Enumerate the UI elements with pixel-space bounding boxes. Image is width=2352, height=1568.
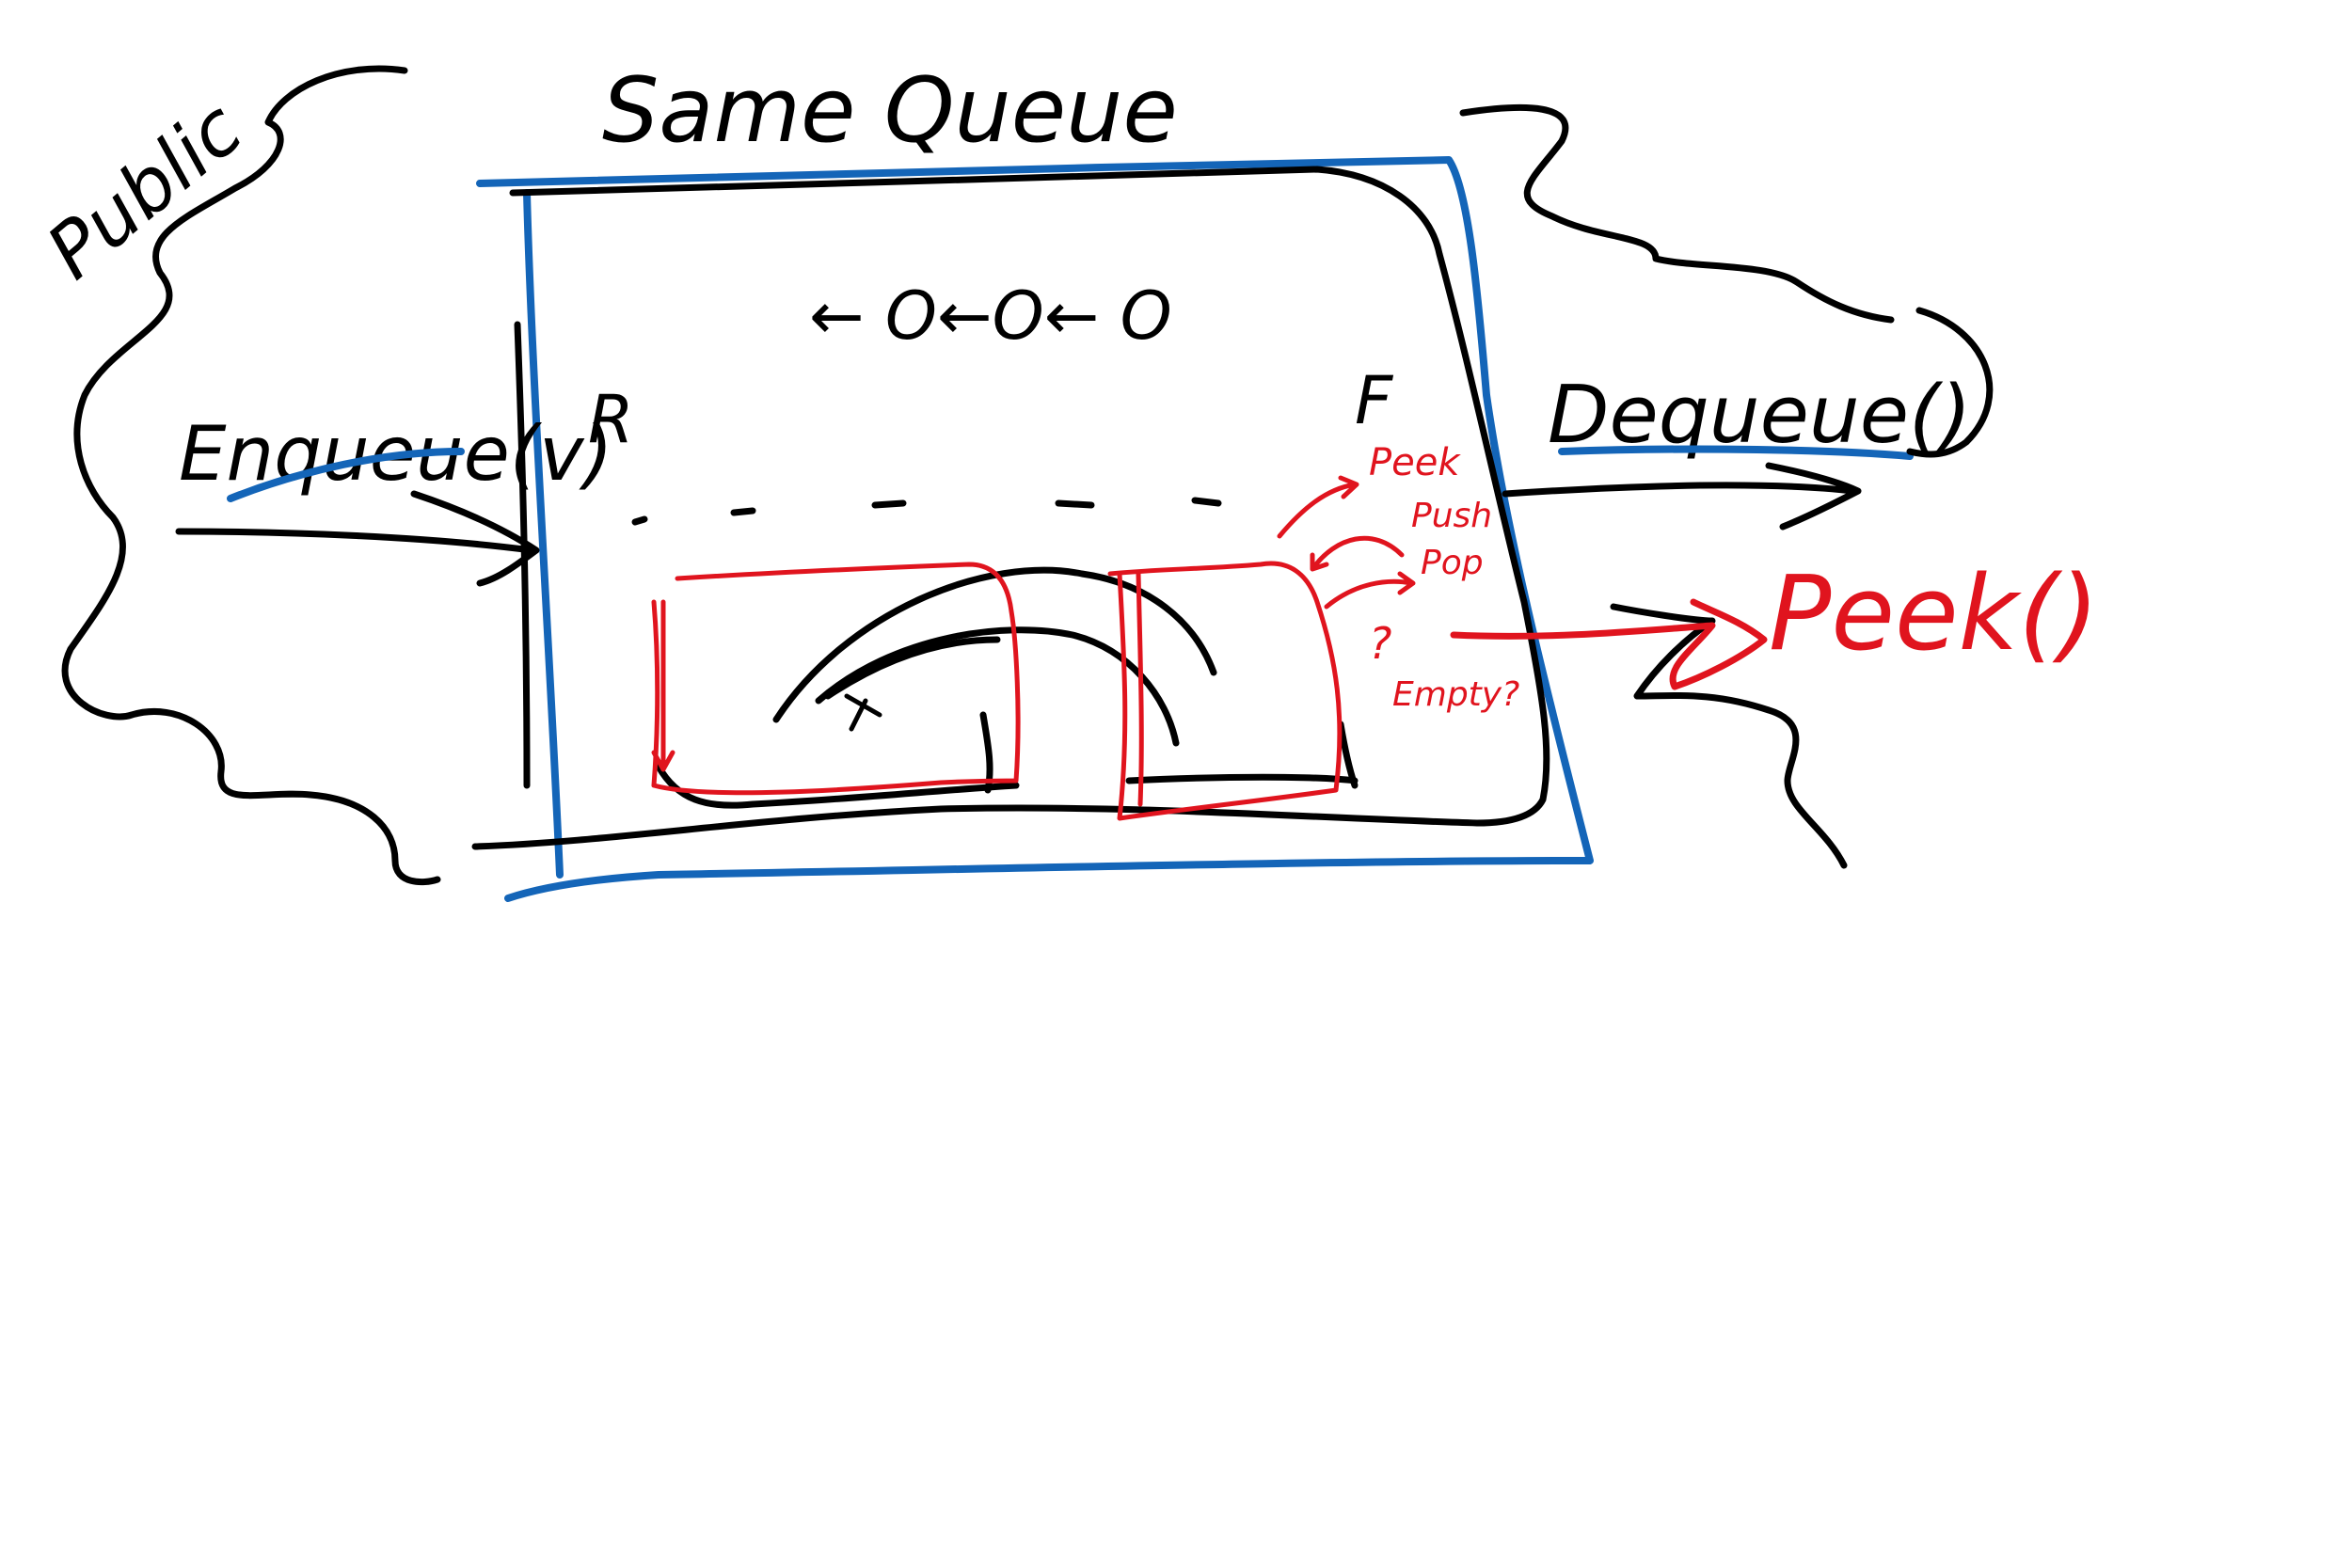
op-push: Push [1411, 497, 1492, 535]
peek-label: Peek() [1769, 553, 2099, 673]
public-boundary-right-bottom [1610, 603, 1848, 869]
op-peek: Peek [1369, 441, 1461, 484]
public-boundary-right-top [1459, 103, 1895, 324]
op-pop: Pop [1421, 544, 1484, 582]
peek-arrow [1450, 598, 1768, 690]
dequeue-paren [1906, 307, 1994, 458]
inner-stack-right-wall [1337, 721, 1359, 789]
node-chain: ← O←O← O [809, 277, 1172, 355]
inner-stack-arc-1 [772, 566, 1217, 723]
inner-stack-right-base [1125, 773, 1359, 784]
queue-title: Same Queue [602, 59, 1178, 163]
arrow-pop [1324, 571, 1416, 610]
red-stack-box-right [1107, 561, 1343, 821]
queue-inner-body [471, 166, 1550, 850]
enqueue-arrow [175, 490, 540, 587]
queue-slot-dash-4 [1055, 499, 1095, 509]
op-question: ? [1369, 618, 1391, 669]
inner-stack-arc-2 [815, 626, 1180, 747]
arrow-to-peek [1277, 475, 1359, 539]
red-stack-box-left [651, 562, 1021, 796]
red-stack-left-arrow [651, 599, 675, 772]
queue-outer-left-edge [523, 189, 564, 879]
inner-stack-x-mark [844, 693, 882, 732]
queue-slot-dash-5 [1191, 497, 1222, 507]
queue-slot-dash-2 [730, 507, 756, 516]
op-empty: Empty? [1392, 675, 1519, 714]
queue-slot-dash-1 [631, 515, 648, 526]
dequeue-arrow [1502, 462, 1862, 531]
inner-stack-left-base [655, 763, 1020, 809]
inner-stack-arc-3 [824, 636, 1001, 700]
enqueue-underline [227, 448, 465, 502]
public-boundary-left [61, 65, 441, 886]
queue-rear-wall [514, 321, 531, 789]
dequeue-underline [1558, 445, 1914, 460]
front-label: F [1355, 362, 1394, 439]
public-label: Public [30, 85, 258, 295]
arrow-push [1310, 535, 1405, 572]
red-stack-right-inner-wall [1136, 571, 1144, 807]
queue-slot-dash-3 [871, 499, 907, 509]
rear-label: R [588, 381, 634, 458]
